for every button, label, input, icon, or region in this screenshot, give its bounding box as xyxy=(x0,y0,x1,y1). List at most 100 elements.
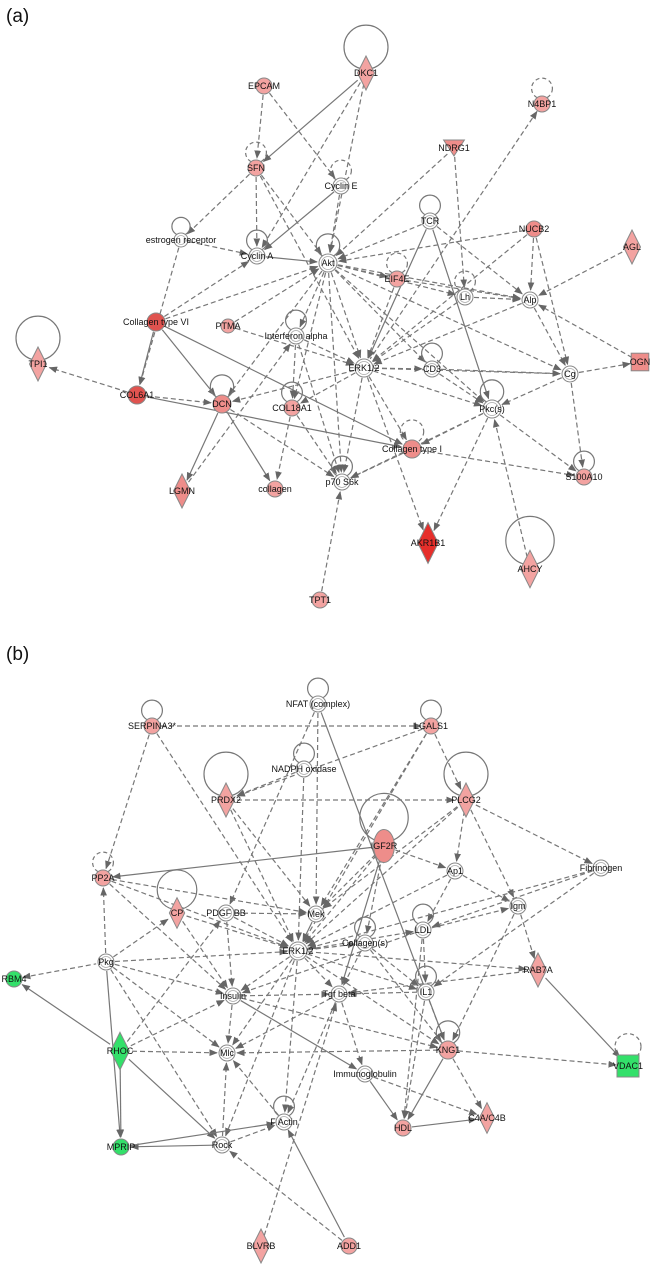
edge-col6a1-to-dcn xyxy=(146,395,212,406)
edge-collagens-to-il1 xyxy=(371,948,419,987)
node-shape xyxy=(112,1138,130,1156)
edge-erk12a-to-p70s6k xyxy=(342,377,363,474)
edge-cycline-to-cyclina xyxy=(264,191,335,251)
edge-lgals1-to-prdx2 xyxy=(236,728,423,797)
node-nadph: NADPH oxidase xyxy=(271,760,337,778)
node-label: N4BP1 xyxy=(528,99,557,109)
node-label: Akt xyxy=(321,258,335,268)
node-inner-ring xyxy=(524,294,536,306)
node-label: C4A/C4B xyxy=(468,1113,506,1123)
node-pkg: Pkg xyxy=(97,953,115,971)
edge-kng1-to-c4ac4b xyxy=(452,1058,483,1110)
node-label: VDAC1 xyxy=(613,1061,643,1071)
node-label: CP xyxy=(171,908,184,918)
edge-nucb2-to-akt xyxy=(338,229,526,264)
edge-collagenvi-to-akt xyxy=(165,265,319,320)
self-loop xyxy=(614,1033,642,1061)
edge-ldl-to-hdl xyxy=(401,938,423,1119)
node-cyclina: Cyclin A xyxy=(241,247,273,265)
edge-dkc1-to-cyclina xyxy=(261,82,361,249)
edges-b xyxy=(21,711,621,1241)
edge-fibrinogen-to-il1 xyxy=(433,872,595,987)
edge-prdx2-to-mek xyxy=(232,808,311,907)
node-label: SFN xyxy=(247,163,265,173)
node-shape xyxy=(630,352,650,372)
node-rbm4: RBM4 xyxy=(1,970,27,988)
edge-dkc1-to-akt xyxy=(328,83,365,254)
node-cd3: CD3 xyxy=(423,360,441,378)
node-label: PLCG2 xyxy=(451,795,481,805)
node-estrogen: estrogen receptor xyxy=(146,232,217,248)
edge-collagenvi-to-col6a1 xyxy=(138,331,155,386)
node-inner-ring xyxy=(176,235,186,245)
node-shape xyxy=(110,1031,130,1071)
edge-ifna-to-erk12a xyxy=(303,339,355,364)
node-label: DCN xyxy=(212,399,232,409)
edge-col18a1-to-collagen xyxy=(275,416,291,481)
edge-erk12b-to-rock xyxy=(225,960,295,1137)
node-pdgfbb: PDGF BB xyxy=(206,904,246,922)
node-inner-ring xyxy=(291,944,305,958)
edge-pkg-to-rock xyxy=(110,969,218,1138)
edge-agl-to-alp xyxy=(538,251,623,296)
node-label: TPI1 xyxy=(28,359,47,369)
edge-pdgfbb-to-mek xyxy=(234,910,307,918)
node-nucb2: NUCB2 xyxy=(519,220,549,238)
node-kng1: KNG1 xyxy=(436,1040,460,1060)
edge-rhoc-to-rbm4 xyxy=(21,984,111,1045)
node-col6a1: COL6A1 xyxy=(120,385,154,405)
edge-sfn-to-erk12a xyxy=(259,175,360,360)
edge-mek-to-erk12b xyxy=(302,921,313,942)
node-label: PTMA xyxy=(215,321,240,331)
edge-akt-to-cd3 xyxy=(334,269,426,363)
edge-factin-to-add1 xyxy=(287,1129,345,1238)
node-shape xyxy=(255,77,273,95)
edge-sfn-to-akt xyxy=(260,174,322,255)
node-lgmn: LGMN xyxy=(169,472,195,510)
node-eif4e: EIF4E xyxy=(384,270,410,288)
edge-tgfbeta-to-mlc xyxy=(235,997,332,1049)
edge-pkc-to-s100a10 xyxy=(499,414,577,472)
node-shape xyxy=(394,1119,412,1137)
node-label: Immunoglobulin xyxy=(333,1069,397,1079)
node-vdac1: VDAC1 xyxy=(613,1054,643,1078)
node-ndrg1: NDRG1 xyxy=(438,139,470,157)
edge-ap1-to-igm xyxy=(462,874,510,902)
edge-prdx2-to-erk12b xyxy=(230,809,294,942)
edge-mprip-to-factin xyxy=(129,1121,275,1147)
edge-collagens-to-kng1 xyxy=(370,949,442,1042)
node-shape xyxy=(146,312,166,332)
node-rhoc: RHOC xyxy=(107,1031,134,1071)
edge-akt-to-p70s6k xyxy=(328,272,345,473)
edge-ldl-to-il1 xyxy=(421,938,429,983)
node-inner-ring xyxy=(359,937,371,949)
node-label: Insulin xyxy=(220,991,246,1001)
node-p70s6k: p70 S6k xyxy=(325,473,359,491)
node-label: CD3 xyxy=(423,364,441,374)
edge-serpina3-to-erk12b xyxy=(156,733,293,943)
node-inner-ring xyxy=(278,1116,290,1128)
node-rock: Rock xyxy=(212,1136,233,1154)
edge-erk12a-to-akr1b1 xyxy=(366,377,424,531)
node-label: estrogen receptor xyxy=(146,235,217,245)
edge-epcam-to-cycline xyxy=(269,92,336,179)
node-ldl: LDL xyxy=(414,921,432,939)
node-igf2r: IGF2R xyxy=(371,829,398,863)
node-shape xyxy=(94,869,112,887)
edge-ahcy-to-pkc xyxy=(493,418,528,558)
node-inner-ring xyxy=(424,215,436,227)
node-col18a1: COL18A1 xyxy=(272,399,312,417)
edge-erk12b-to-rab7a xyxy=(307,951,527,972)
panel-b-label: (b) xyxy=(6,644,29,665)
node-shape xyxy=(173,232,189,248)
node-shape xyxy=(5,970,23,988)
node-shape xyxy=(356,54,376,92)
edge-collagenvi-to-cyclina xyxy=(164,260,250,318)
edge-rhoc-to-mprip xyxy=(117,1062,125,1138)
node-label: collagen xyxy=(258,484,292,494)
node-shape xyxy=(456,781,476,819)
edge-erk12b-to-ldl xyxy=(307,929,414,950)
node-shape xyxy=(417,521,439,565)
node-inner-ring xyxy=(449,865,461,877)
